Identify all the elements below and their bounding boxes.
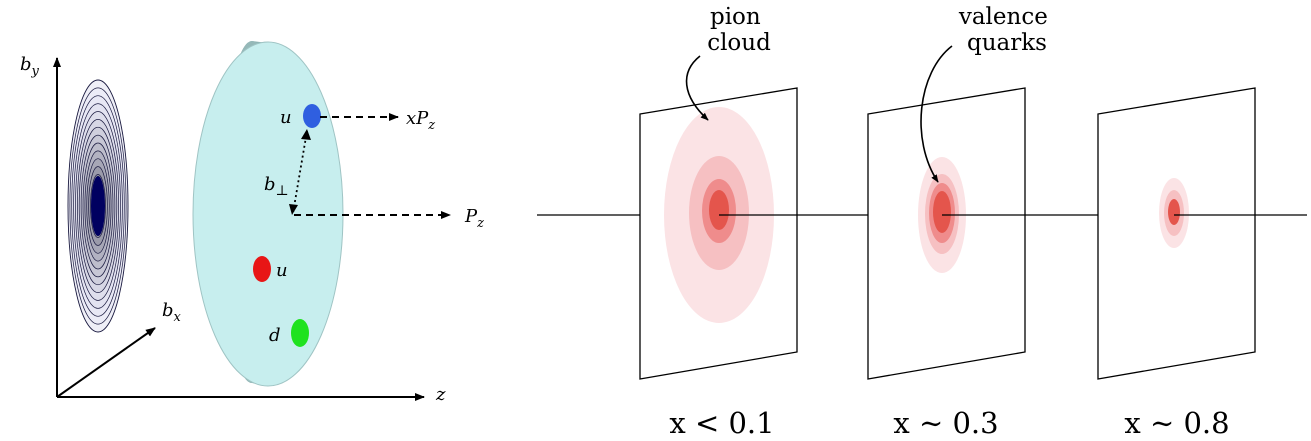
quark-d-green — [291, 319, 309, 347]
plane-1-core — [709, 190, 729, 230]
bx-axis-label: bx — [162, 300, 182, 325]
density-core — [91, 176, 105, 236]
left-panel: by bx z u u d xPz Pz b⊥ — [20, 41, 484, 405]
by-axis-label: by — [20, 54, 40, 79]
quark-u-blue-label: u — [280, 107, 292, 128]
plane-1-label: x < 0.1 — [669, 406, 774, 440]
right-panel: pion cloud valence quarks x < 0.1 x ∼ 0.… — [537, 4, 1307, 440]
quark-d-green-label: d — [269, 325, 281, 346]
z-axis-label: z — [435, 384, 446, 405]
quark-u-red-label: u — [276, 260, 288, 281]
plane-3 — [1098, 88, 1255, 379]
annotation-valence-quarks: valence quarks — [958, 4, 1055, 56]
proton-momentum-label: Pz — [464, 206, 484, 231]
plane-2 — [868, 88, 1025, 379]
quark-u-blue — [303, 104, 321, 128]
plane-3-label: x ∼ 0.8 — [1124, 406, 1229, 440]
quark-u-red — [253, 256, 271, 282]
quark-momentum-label: xPz — [406, 108, 435, 133]
transverse-density-contours — [68, 80, 128, 332]
plane-2-core — [933, 191, 951, 233]
plane-2-label: x ∼ 0.3 — [893, 406, 998, 440]
proton-disk — [193, 41, 343, 386]
plane-1 — [640, 88, 797, 379]
bx-axis — [57, 328, 155, 397]
annotation-pion-cloud: pion cloud — [707, 4, 771, 56]
plane-3-core — [1168, 199, 1180, 225]
